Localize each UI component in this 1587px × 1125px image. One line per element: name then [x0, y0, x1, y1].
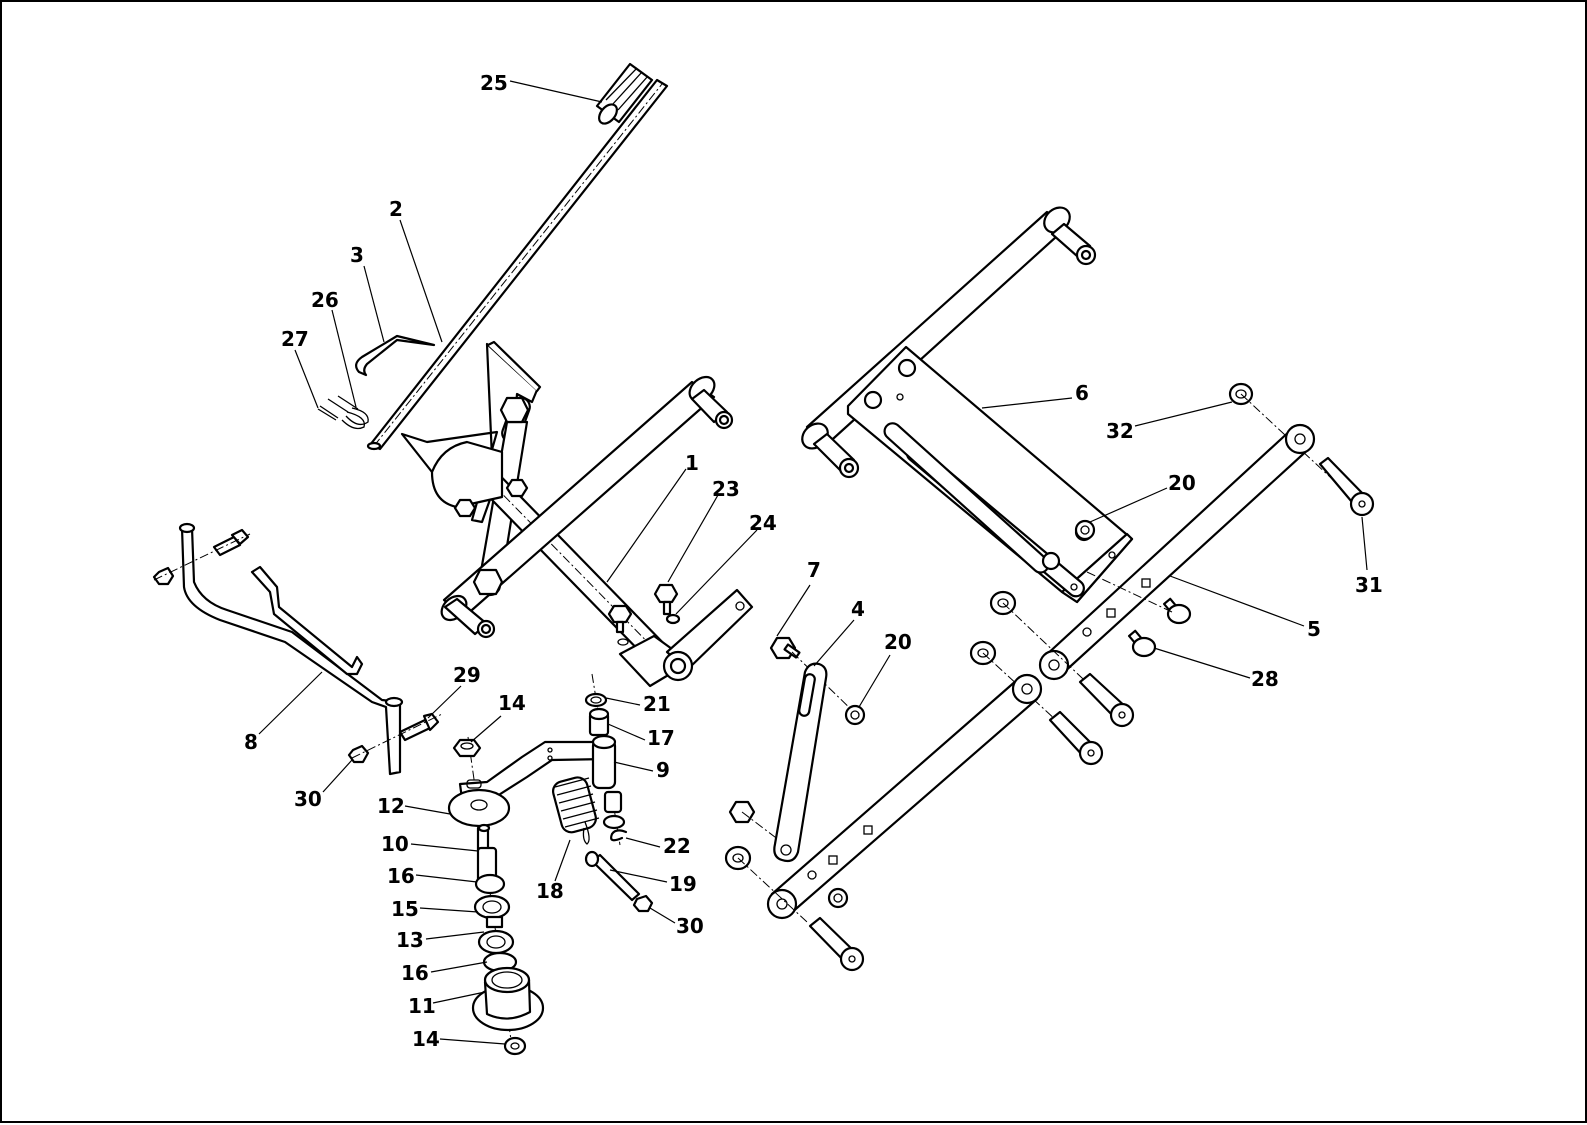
lower-nut	[827, 887, 849, 909]
callout-3: 3	[350, 243, 364, 267]
nut-24	[665, 613, 681, 625]
callout-27: 27	[281, 327, 309, 351]
callout-7: 7	[807, 558, 821, 582]
lower-bushing	[602, 790, 626, 830]
rivet-28	[1127, 597, 1192, 658]
lifting-frame	[801, 206, 1134, 604]
bolt-31	[1318, 456, 1375, 517]
lift-shaft-assembly	[400, 340, 754, 688]
circlip-22	[610, 829, 628, 842]
plate-12	[447, 788, 511, 828]
callout-8: 8	[244, 730, 258, 754]
callout-30-left: 30	[294, 787, 322, 811]
spring-18	[551, 776, 600, 845]
callout-6: 6	[1075, 381, 1089, 405]
pedal-bar-8	[178, 522, 404, 776]
callout-31: 31	[1355, 573, 1383, 597]
callout-25: 25	[480, 71, 508, 95]
link-arm-5	[1038, 423, 1316, 681]
callout-19: 19	[669, 872, 697, 896]
callout-24: 24	[749, 511, 777, 535]
bolt-7	[769, 636, 801, 660]
washer-21	[584, 692, 608, 708]
callout-22: 22	[663, 834, 691, 858]
rod-19	[584, 850, 641, 902]
callout-20-upper: 20	[1168, 471, 1196, 495]
callout-17: 17	[647, 726, 675, 750]
bushing-17	[588, 707, 610, 737]
lower-link-arm	[766, 673, 1043, 920]
callout-1: 1	[685, 451, 699, 475]
callout-2: 2	[389, 197, 403, 221]
callout-14-lower: 14	[412, 1027, 440, 1051]
spring-clip	[355, 334, 436, 377]
nut-30-left	[347, 744, 370, 764]
callout-26: 26	[311, 288, 339, 312]
callout-12: 12	[377, 794, 405, 818]
lift-lever	[366, 78, 669, 451]
callout-28: 28	[1251, 667, 1279, 691]
callout-11: 11	[408, 994, 436, 1018]
callout-29: 29	[453, 663, 481, 687]
bolt-at-pedal-top	[152, 528, 251, 586]
callouts: 25 2 3 26 27 1 23 24 6 32 20 31 5 28 7 4…	[244, 71, 1383, 1051]
callout-16-upper: 16	[387, 864, 415, 888]
lower-bolt	[808, 916, 865, 972]
lower-left-fasteners	[724, 800, 808, 923]
callout-15: 15	[391, 897, 419, 921]
callout-16-lower: 16	[401, 961, 429, 985]
callout-5: 5	[1307, 617, 1321, 641]
nut-20-lower	[844, 704, 866, 726]
bolt-on-shaft	[607, 604, 633, 634]
callout-23: 23	[712, 477, 740, 501]
bolt-23	[653, 583, 679, 616]
callout-13: 13	[396, 928, 424, 952]
split-pin	[317, 405, 339, 421]
nut-30-right	[632, 894, 654, 913]
slotted-link-4	[773, 662, 828, 863]
nut-14-upper	[452, 738, 482, 758]
nut-20-upper	[1074, 519, 1096, 541]
stack-10-16	[473, 823, 518, 973]
lever-grip	[595, 62, 654, 125]
callout-21: 21	[643, 692, 671, 716]
return-spring	[327, 395, 369, 430]
callout-10: 10	[381, 832, 409, 856]
callout-32: 32	[1106, 419, 1134, 443]
callout-18: 18	[536, 879, 564, 903]
leader-lines	[258, 80, 1368, 1045]
callout-14-upper: 14	[498, 691, 526, 715]
pulley-11	[471, 966, 545, 1032]
callout-30-right: 30	[676, 914, 704, 938]
bolt-29	[398, 712, 440, 742]
callout-4: 4	[851, 597, 865, 621]
callout-20-lower: 20	[884, 630, 912, 654]
nut-14-lower	[503, 1036, 527, 1056]
shoulder-bolts	[1048, 672, 1135, 766]
callout-9: 9	[656, 758, 670, 782]
